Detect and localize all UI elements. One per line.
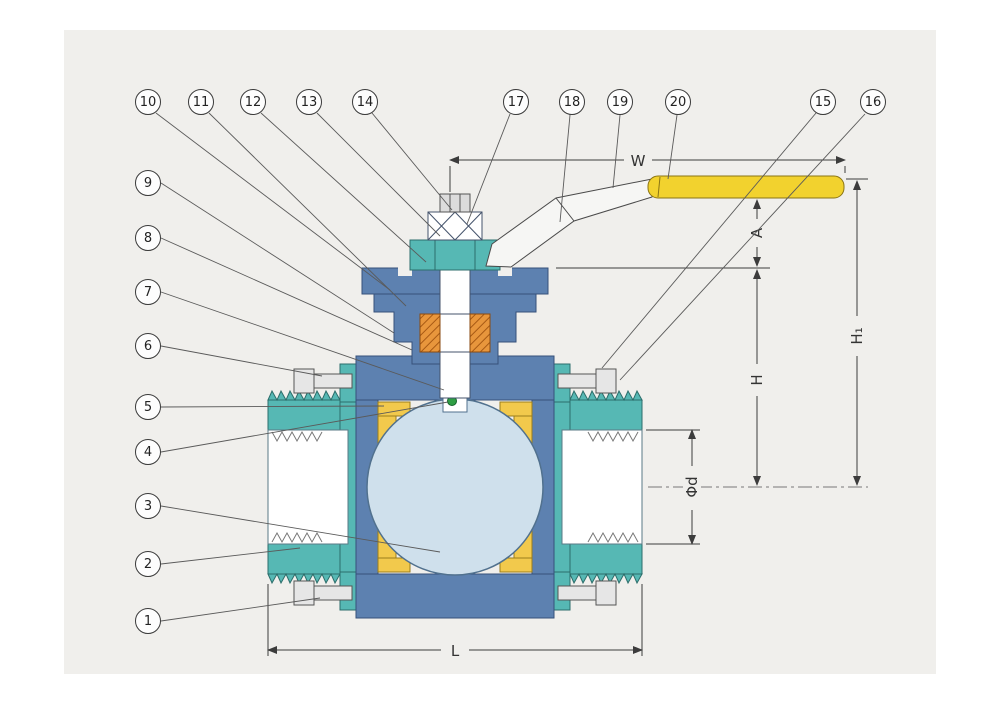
handle-lever: [485, 178, 653, 268]
leader-10: [155, 112, 391, 291]
handle: [485, 175, 845, 268]
callout-9: 9: [135, 170, 161, 196]
leader-20: [667, 114, 678, 180]
leader-4: [160, 401, 449, 453]
callout-15: 15: [810, 89, 836, 115]
bonnet-assembly: [361, 193, 549, 399]
right-cap-external-thread: [569, 389, 643, 402]
leader-8: [160, 237, 413, 351]
leader-12: [260, 112, 427, 263]
leader-6: [160, 345, 323, 377]
leader-18: [559, 114, 571, 223]
leader-17: [466, 113, 511, 225]
stem-bolt: [439, 193, 471, 213]
dim-l-label: L: [451, 642, 460, 660]
body-bolts: [293, 368, 617, 606]
callout-10: 10: [135, 89, 161, 115]
leader-13: [316, 112, 441, 237]
callout-12: 12: [240, 89, 266, 115]
leader-14: [371, 112, 453, 211]
leader-19: [612, 114, 621, 189]
leader-lines: [155, 112, 866, 622]
dim-h1-label: H₁: [848, 327, 866, 344]
leader-1: [160, 597, 321, 622]
callout-19: 19: [607, 89, 633, 115]
leader-2: [160, 547, 301, 565]
callout-7: 7: [135, 279, 161, 305]
stem: [439, 249, 471, 399]
leader-5: [160, 405, 385, 408]
callout-17: 17: [503, 89, 529, 115]
left-internal-thread: [271, 430, 323, 443]
callout-2: 2: [135, 551, 161, 577]
callout-20: 20: [665, 89, 691, 115]
callout-16: 16: [860, 89, 886, 115]
left-cap-external-thread: [267, 389, 341, 402]
dim-w-label: W: [631, 152, 646, 170]
bolt-bottom-right: [557, 585, 597, 601]
leader-9: [160, 182, 395, 334]
handle-grip: [647, 175, 845, 199]
left-port-bore: [267, 429, 349, 545]
stem-packing-right: [469, 313, 491, 353]
dim-a-label: A: [748, 227, 766, 238]
right-internal-thread: [587, 430, 639, 443]
callout-8: 8: [135, 225, 161, 251]
dim-h-label: H: [748, 374, 766, 385]
callout-4: 4: [135, 439, 161, 465]
leader-7: [160, 291, 445, 391]
callout-14: 14: [352, 89, 378, 115]
leader-15: [601, 112, 817, 369]
stem-packing-left: [419, 313, 441, 353]
right-port-bore: [561, 429, 643, 545]
bolt-top-right: [557, 373, 597, 389]
callout-3: 3: [135, 493, 161, 519]
callout-6: 6: [135, 333, 161, 359]
leader-3: [160, 505, 441, 553]
callout-1: 1: [135, 608, 161, 634]
dim-d-label: Φd: [683, 476, 701, 497]
leader-11: [208, 112, 407, 307]
bolt-top-left: [313, 373, 353, 389]
callout-18: 18: [559, 89, 585, 115]
leader-16: [619, 113, 866, 381]
callout-5: 5: [135, 394, 161, 420]
callout-13: 13: [296, 89, 322, 115]
disc-springs: [427, 211, 483, 241]
callout-11: 11: [188, 89, 214, 115]
